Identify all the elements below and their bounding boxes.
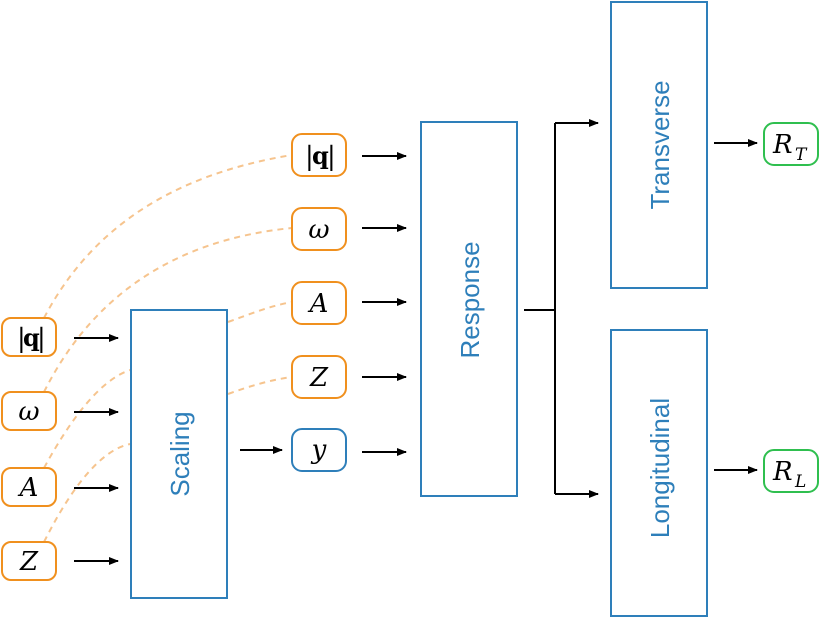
middle-node-y: y <box>291 428 347 472</box>
response-label: Response <box>455 241 485 358</box>
transverse-label: Transverse <box>645 80 675 209</box>
branch-lines <box>524 119 599 498</box>
middle-node-omega: ω <box>291 207 347 251</box>
rl-base: R <box>772 457 793 487</box>
connector-omega <box>43 227 293 393</box>
longitudinal-label: Longitudinal <box>645 398 675 538</box>
connector-q <box>43 154 293 319</box>
scaling-label: Scaling <box>165 411 195 496</box>
middle-a-label: A <box>308 289 329 319</box>
transverse-block: Transverse <box>610 1 708 289</box>
middle-omega-label: ω <box>308 215 329 245</box>
dashed-connectors <box>43 154 293 543</box>
input-arrows <box>74 334 119 565</box>
middle-node-z: Z <box>291 355 347 399</box>
input-node-q: | q | <box>1 317 57 357</box>
abs-bar-left: | <box>305 142 314 172</box>
input-node-z: Z <box>1 541 57 581</box>
rl-subscript: L <box>794 472 806 492</box>
middle-z-label: Z <box>309 363 329 393</box>
input-omega-label: ω <box>18 397 39 427</box>
rt-base: R <box>772 130 793 160</box>
abs-bar-right: | <box>37 324 46 354</box>
middle-y-label: y <box>311 435 327 465</box>
scaling-block: Scaling <box>130 309 228 599</box>
abs-bar-right: | <box>327 142 336 172</box>
input-z-label: Z <box>19 547 39 577</box>
input-nodes: | q | ω A Z <box>1 317 57 581</box>
input-node-omega: ω <box>1 391 57 431</box>
input-q-label: q <box>23 323 40 352</box>
longitudinal-block: Longitudinal <box>610 329 708 617</box>
connector-a <box>43 301 293 469</box>
output-node-rt: R T <box>763 122 819 166</box>
output-node-rl: R L <box>763 449 819 493</box>
output-arrows <box>714 139 758 474</box>
middle-arrows <box>362 152 407 456</box>
abs-bar-left: | <box>17 324 26 354</box>
input-a-label: A <box>18 473 39 503</box>
rt-subscript: T <box>795 145 808 165</box>
middle-nodes: | q | ω A Z y <box>291 133 347 472</box>
input-node-a: A <box>1 467 57 507</box>
middle-q-label: q <box>312 141 329 170</box>
response-block: Response <box>420 121 518 497</box>
middle-node-q: | q | <box>291 133 347 177</box>
connector-z <box>43 376 293 543</box>
middle-node-a: A <box>291 281 347 325</box>
